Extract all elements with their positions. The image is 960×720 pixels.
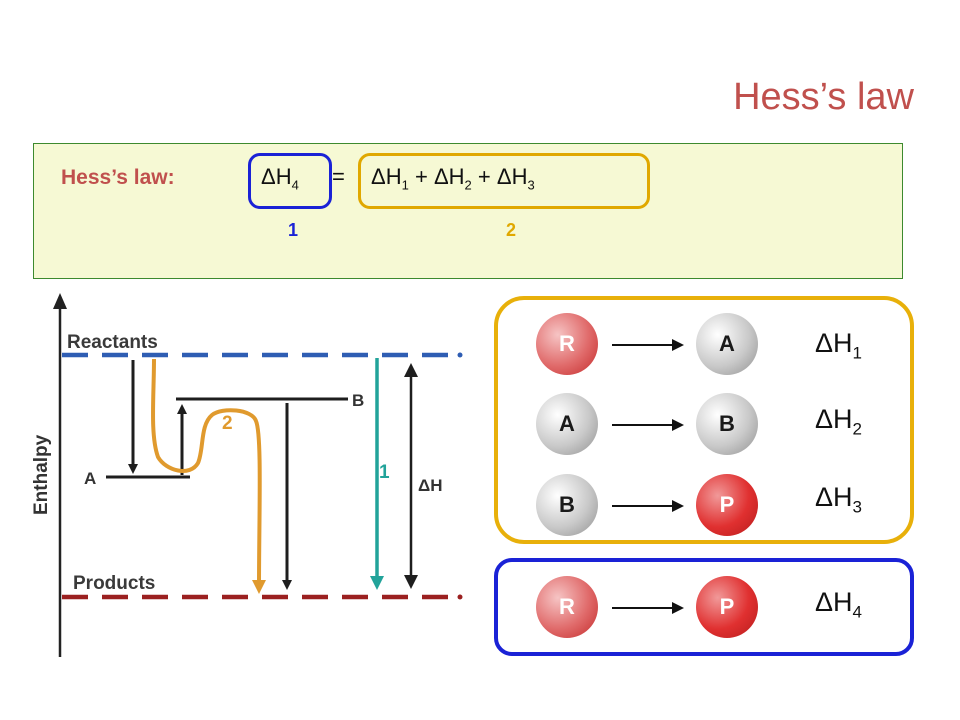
- stepwise-reactions-box: [494, 296, 914, 544]
- intermediate-b-ball: B: [696, 393, 758, 455]
- enthalpy-axis-label: Enthalpy: [31, 434, 52, 515]
- delta-h-label: ΔH: [418, 476, 443, 495]
- reactants-label: Reactants: [67, 332, 158, 353]
- axis-arrowhead-icon: [53, 293, 67, 309]
- path-marker-2: 2: [506, 220, 517, 240]
- level-a-label: A: [84, 469, 96, 488]
- hess-law-box: Hess’s law: ΔH4 = ΔH1 + ΔH2 + ΔH3 1 2: [33, 143, 903, 279]
- slide-title: Hess’s law: [733, 76, 914, 118]
- reactant-r-ball: R: [536, 313, 598, 375]
- products-label: Products: [73, 573, 155, 594]
- stepwise-path-label: 2: [222, 413, 233, 434]
- delta-h3-label: ΔH3: [815, 482, 863, 517]
- delta-h1-label: ΔH1: [815, 328, 863, 363]
- delta-h2-label: ΔH2: [815, 404, 863, 439]
- intermediate-a-ball: A: [536, 393, 598, 455]
- path-marker-1: 1: [288, 220, 299, 240]
- hess-law-label: Hess’s law:: [61, 166, 175, 189]
- delta-h-arrowhead-up-icon: [404, 363, 418, 377]
- reaction-arrow-icon: [612, 339, 684, 351]
- delta-h-arrowhead-down-icon: [404, 575, 418, 589]
- product-p-ball: P: [696, 576, 758, 638]
- product-p-ball: P: [696, 474, 758, 536]
- stepwise-path-curve: [151, 358, 267, 594]
- enthalpy-diagram: Enthalpy Reactants Products A B 2 1 ΔH: [31, 293, 463, 657]
- intermediate-a-ball: A: [696, 313, 758, 375]
- delta-h4-label: ΔH4: [815, 587, 863, 622]
- products-level-dot: [457, 594, 463, 600]
- rhs-expression: ΔH1 + ΔH2 + ΔH3: [371, 164, 535, 193]
- stepwise-path-bracket: [358, 153, 650, 209]
- reaction-arrow-icon: [612, 419, 684, 431]
- reactant-r-ball: R: [536, 576, 598, 638]
- reaction-arrow-icon: [612, 500, 684, 512]
- level-b-label: B: [352, 391, 364, 410]
- direct-path-label: 1: [379, 462, 390, 483]
- reactants-level-dot: [457, 352, 463, 358]
- intermediate-b-ball: B: [536, 474, 598, 536]
- direct-path-bracket: [248, 153, 332, 209]
- equals-sign: =: [332, 164, 345, 189]
- lhs-term: ΔH4: [261, 164, 299, 193]
- reaction-arrow-icon: [612, 602, 684, 614]
- overall-reaction-box: [494, 558, 914, 656]
